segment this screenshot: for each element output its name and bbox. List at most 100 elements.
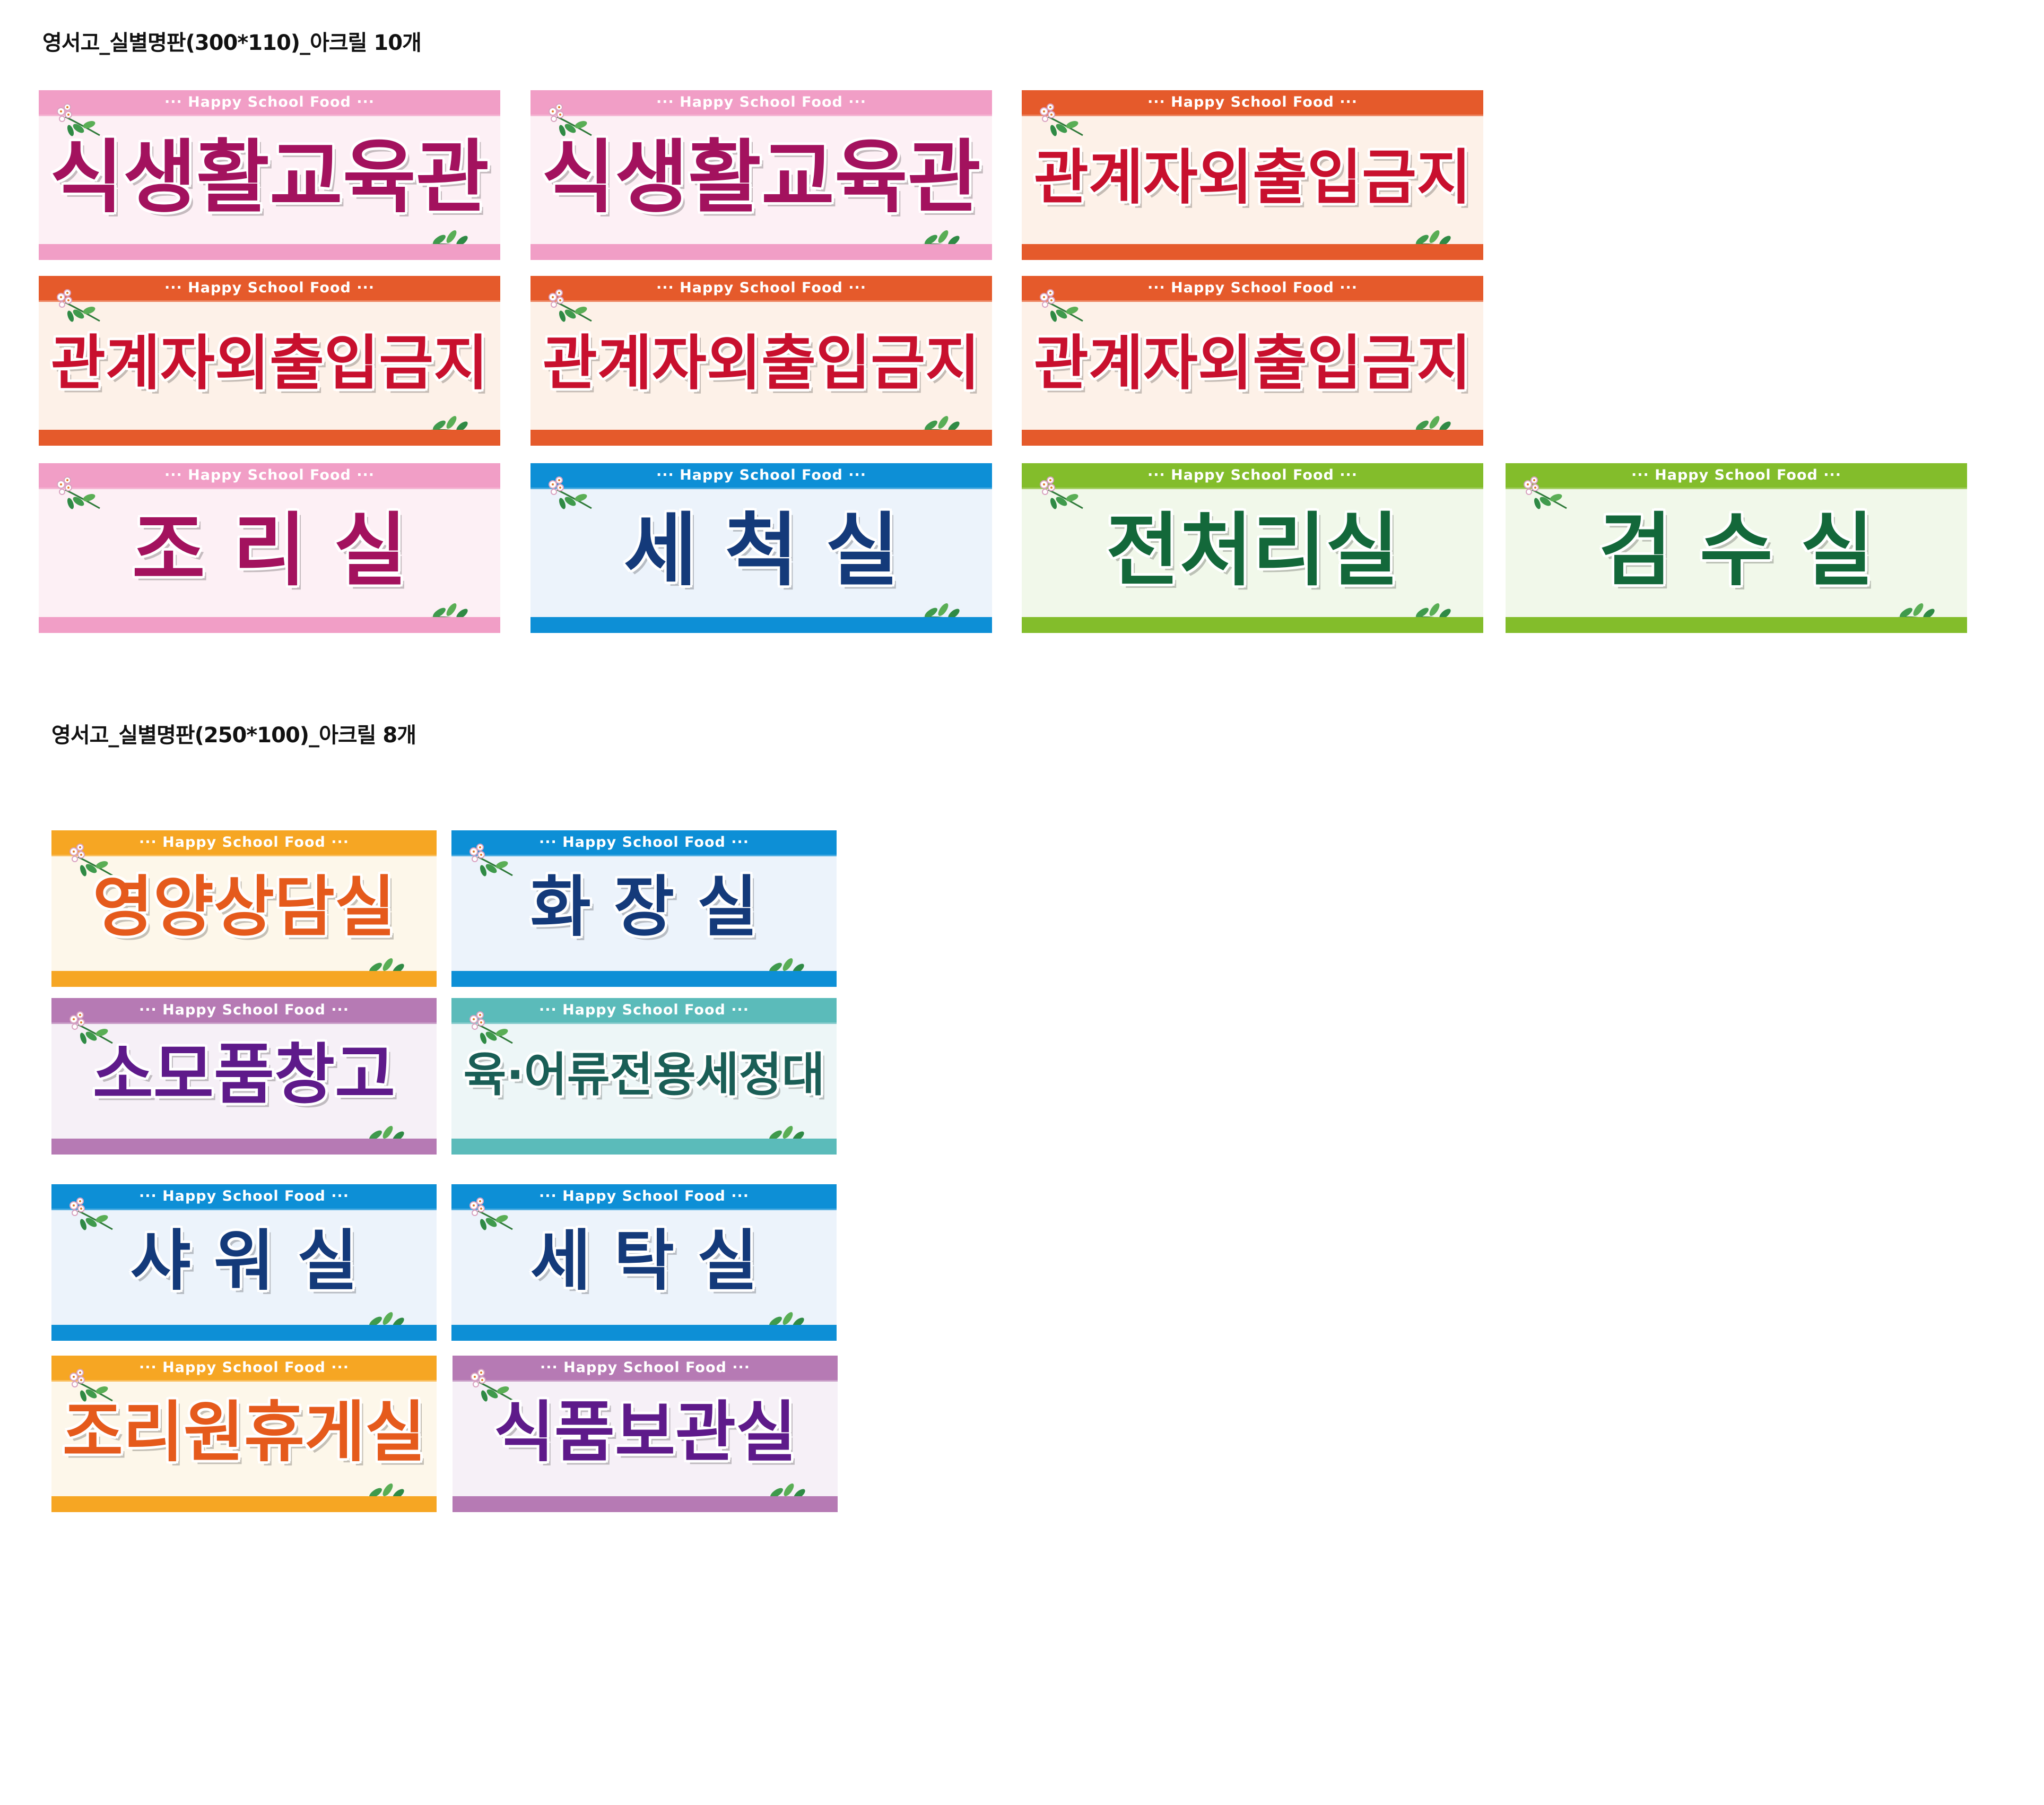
header-rule [530, 300, 992, 302]
room-name: 식생활교육관 [541, 132, 981, 224]
tagline: ··· Happy School Food ··· [164, 94, 375, 110]
tagline: ··· Happy School Food ··· [538, 834, 749, 851]
flower-icon [1032, 96, 1091, 138]
header-band: ··· Happy School Food ··· [451, 830, 837, 856]
nameplate: ··· Happy School Food ··· 영양상담실 [51, 830, 437, 987]
room-name: 식생활교육관 [49, 132, 489, 224]
tagline: ··· Happy School Food ··· [656, 94, 866, 110]
tagline: ··· Happy School Food ··· [538, 1002, 749, 1018]
header-rule [451, 855, 837, 856]
header-band: ··· Happy School Food ··· [39, 276, 500, 302]
bottom-bar [530, 244, 992, 260]
bottom-bar [39, 430, 500, 446]
header-rule [451, 1022, 837, 1024]
room-name: 전처리실 [1106, 505, 1399, 597]
header-rule [39, 488, 500, 489]
tagline: ··· Happy School Food ··· [164, 280, 375, 296]
room-name: 조리원휴게실 [62, 1394, 426, 1471]
nameplate: ··· Happy School Food ···관계자외출입금지 [530, 276, 992, 446]
nameplate: ··· Happy School Food ··· 조리원휴게실 [51, 1356, 437, 1512]
header-band: ··· Happy School Food ··· [1022, 90, 1483, 116]
flower-icon [541, 281, 599, 324]
header-band: ··· Happy School Food ··· [1506, 463, 1967, 489]
flower-icon [49, 96, 108, 138]
nameplate: ··· Happy School Food ··· 세 척 실 [530, 463, 992, 633]
header-band: ··· Happy School Food ··· [51, 1184, 437, 1210]
header-rule [453, 1380, 838, 1382]
header-band: ··· Happy School Food ··· [453, 1356, 838, 1382]
nameplate: ··· Happy School Food ··· 검 수 실 [1506, 463, 1967, 633]
nameplate: ··· Happy School Food ···조 리 실 [39, 463, 500, 633]
header-rule [1022, 488, 1483, 489]
flower-icon [49, 281, 108, 324]
header-band: ··· Happy School Food ··· [1022, 276, 1483, 302]
bottom-bar [530, 617, 992, 633]
header-rule [1022, 300, 1483, 302]
room-name: 관계자외출입금지 [1033, 329, 1472, 398]
header-rule [451, 1209, 837, 1210]
header-band: ··· Happy School Food ··· [1022, 463, 1483, 489]
header-band: ··· Happy School Food ··· [530, 90, 992, 116]
room-name: 화 장 실 [530, 869, 758, 945]
header-band: ··· Happy School Food ··· [39, 463, 500, 489]
tagline: ··· Happy School Food ··· [656, 467, 866, 483]
nameplate: ··· Happy School Food ··· 식생활교육관 [39, 90, 500, 260]
flower-icon [463, 1361, 521, 1403]
nameplate: ··· Happy School Food ···식품보관실 [453, 1356, 838, 1512]
header-rule [39, 300, 500, 302]
bottom-bar [51, 971, 437, 987]
room-name: 세 탁 실 [530, 1223, 758, 1299]
room-name: 관계자외출입금지 [1033, 143, 1472, 212]
bottom-bar [453, 1496, 838, 1512]
room-name: 검 수 실 [1598, 505, 1874, 597]
section-title-large: 영서고_실별명판(300*110)_아크릴 10개 [42, 31, 422, 55]
header-band: ··· Happy School Food ··· [451, 998, 837, 1024]
room-name: 샤 워 실 [130, 1223, 358, 1299]
flower-icon [62, 1190, 120, 1232]
tagline: ··· Happy School Food ··· [138, 1188, 349, 1204]
header-band: ··· Happy School Food ··· [51, 1356, 437, 1382]
bottom-bar [51, 1325, 437, 1341]
tagline: ··· Happy School Food ··· [1147, 280, 1358, 296]
room-name: 관계자외출입금지 [50, 329, 489, 398]
header-band: ··· Happy School Food ··· [451, 1184, 837, 1210]
header-band: ··· Happy School Food ··· [530, 276, 992, 302]
flower-icon [1516, 468, 1575, 511]
flower-icon [1032, 281, 1091, 324]
flower-icon [462, 836, 520, 878]
header-rule [39, 115, 500, 116]
room-name: 영양상담실 [92, 869, 396, 945]
bottom-bar [51, 1139, 437, 1155]
header-rule [1022, 115, 1483, 116]
bottom-bar [1506, 617, 1967, 633]
flower-icon [62, 1361, 120, 1403]
nameplate: ··· Happy School Food ··· 관계자외출입금지 [1022, 276, 1483, 446]
nameplate: ··· Happy School Food ··· 소모품창고 [51, 998, 437, 1155]
tagline: ··· Happy School Food ··· [1631, 467, 1841, 483]
tagline: ··· Happy School Food ··· [138, 1002, 349, 1018]
nameplate: ··· Happy School Food ···육·어류전용세정대 [451, 998, 837, 1155]
header-rule [530, 115, 992, 116]
nameplate: ··· Happy School Food ··· 관계자외출입금지 [1022, 90, 1483, 260]
header-band: ··· Happy School Food ··· [51, 830, 437, 856]
tagline: ··· Happy School Food ··· [538, 1188, 749, 1204]
tagline: ··· Happy School Food ··· [1147, 467, 1358, 483]
room-name: 세 척 실 [623, 505, 899, 597]
tagline: ··· Happy School Food ··· [164, 467, 375, 483]
tagline: ··· Happy School Food ··· [656, 280, 866, 296]
header-rule [51, 855, 437, 856]
flower-icon [462, 1190, 520, 1232]
bottom-bar [39, 244, 500, 260]
bottom-bar [39, 617, 500, 633]
nameplate: ··· Happy School Food ··· 전처리실 [1022, 463, 1483, 633]
room-name: 소모품창고 [92, 1037, 396, 1113]
section-title-small: 영서고_실별명판(250*100)_아크릴 8개 [51, 723, 416, 748]
flower-icon [62, 836, 120, 878]
header-band: ··· Happy School Food ··· [530, 463, 992, 489]
header-band: ··· Happy School Food ··· [51, 998, 437, 1024]
tagline: ··· Happy School Food ··· [138, 1359, 349, 1376]
flower-icon [1032, 468, 1091, 511]
header-rule [51, 1209, 437, 1210]
flower-icon [541, 468, 599, 511]
header-rule [530, 488, 992, 489]
